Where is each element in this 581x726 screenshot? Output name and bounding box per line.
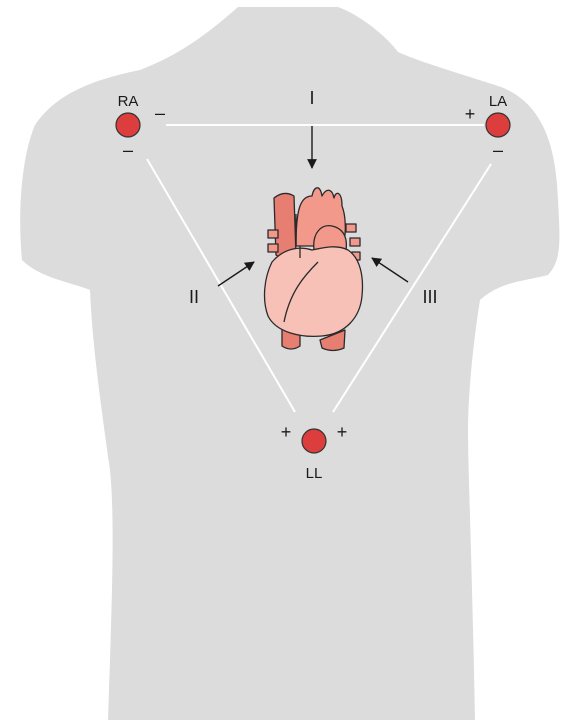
ll-right-sign: + [337,422,348,442]
lead-iii-label: III [422,287,437,307]
lead-i-label: I [309,88,314,108]
electrode-la-label: LA [489,93,507,110]
electrode-ll-label: LL [306,465,323,482]
electrode-ra-icon [116,113,140,137]
electrode-ll-icon [302,429,326,453]
la-below-sign: – [493,140,503,160]
torso-silhouette [20,7,559,720]
lead-ii-label: II [189,287,199,307]
electrode-la-icon [486,113,510,137]
la-side-sign: + [465,104,476,124]
ra-below-sign: – [123,140,133,160]
electrode-ra-label: RA [118,93,139,110]
ra-side-sign: – [155,103,165,123]
ll-left-sign: + [281,422,292,442]
